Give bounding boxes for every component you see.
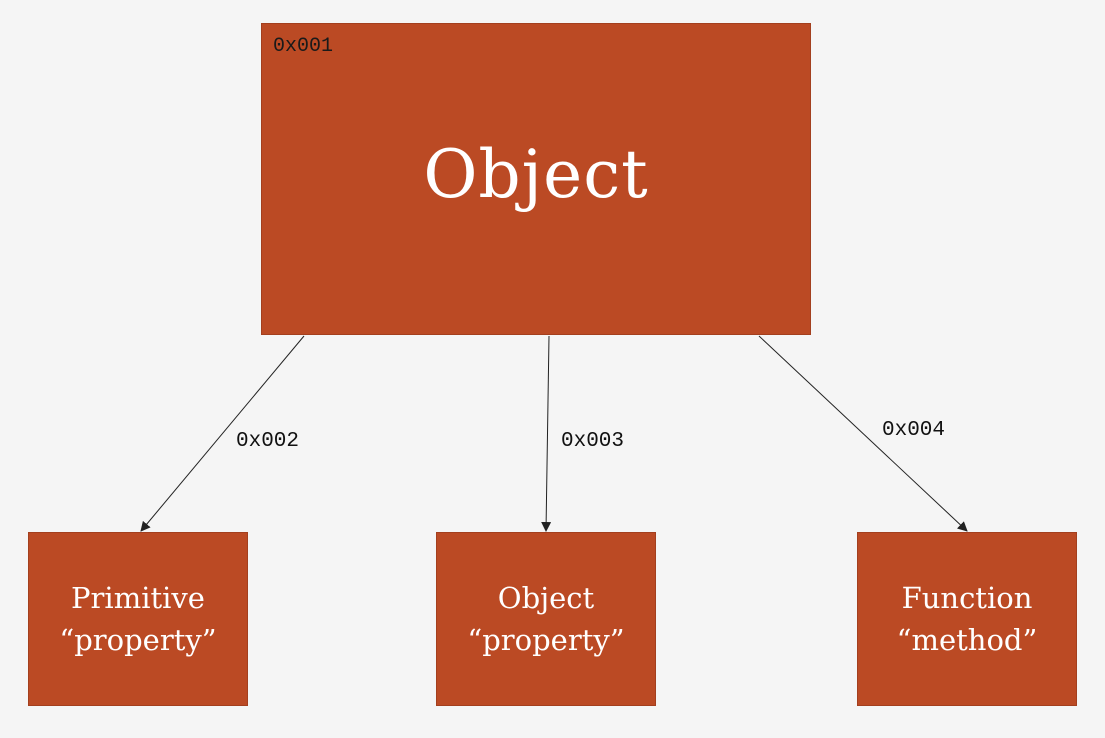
edge-label-primitive: 0x002 xyxy=(236,430,300,453)
edge-label-function: 0x004 xyxy=(882,419,946,442)
object-node-line2: “property” xyxy=(467,623,625,657)
primitive-node-line2: “property” xyxy=(59,623,217,657)
function-node-line1: Function xyxy=(901,580,1033,615)
edge-label-object: 0x003 xyxy=(561,430,625,453)
object-title: Object xyxy=(423,136,649,213)
object-node-line1: Object xyxy=(497,580,595,615)
function-node-line2: “method” xyxy=(896,623,1038,657)
primitive-node-line1: Primitive xyxy=(71,580,205,615)
object-property-node: Object “property” xyxy=(436,532,656,706)
object-node: 0x001 Object xyxy=(261,23,811,335)
edge-arrow-object xyxy=(541,335,552,532)
function-method-node: Function “method” xyxy=(857,532,1077,706)
object-address: 0x001 xyxy=(273,35,334,58)
primitive-property-node: Primitive “property” xyxy=(28,532,248,706)
